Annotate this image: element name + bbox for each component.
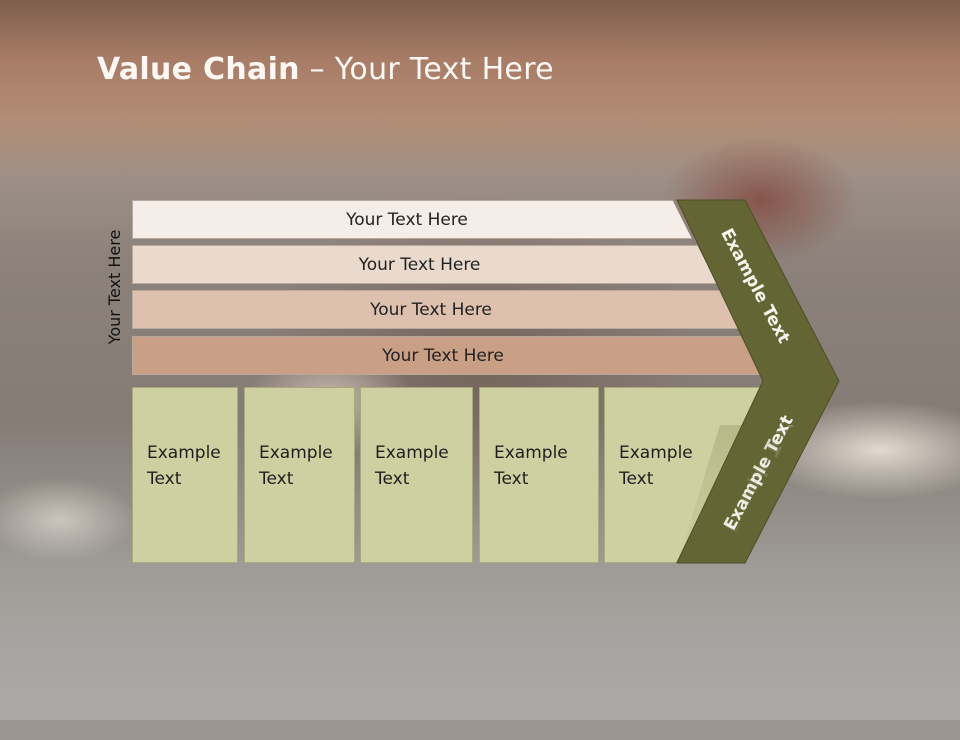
box-5-line2: Text — [619, 469, 654, 489]
box-2-line1: Example — [259, 443, 333, 463]
band-3: Your Text Here — [132, 290, 740, 329]
title-rest: – Your Text Here — [299, 52, 554, 87]
box-3-line1: Example — [375, 443, 449, 463]
background-fade — [0, 540, 960, 720]
box-2-line2: Text — [259, 469, 294, 489]
band-4: Your Text Here — [132, 336, 764, 375]
box-1-line1: Example — [147, 443, 221, 463]
box-4-line2: Text — [494, 469, 529, 489]
box-4-line1: Example — [494, 443, 568, 463]
band-2: Your Text Here — [132, 245, 717, 284]
title-bold: Value Chain — [97, 52, 300, 87]
box-1-line2: Text — [147, 469, 182, 489]
margin-chevron: Example Text Example Text — [676, 199, 840, 564]
band-4-label: Your Text Here — [382, 345, 504, 366]
band-3-label: Your Text Here — [370, 299, 492, 320]
chevron-shape — [676, 199, 840, 564]
band-2-label: Your Text Here — [358, 254, 481, 275]
box-5-line1: Example — [619, 443, 693, 463]
box-3-line2: Text — [375, 469, 410, 489]
band-1: Your Text Here — [132, 200, 692, 239]
slide-title: Value Chain – Your Text Here — [97, 52, 554, 87]
band-1-label: Your Text Here — [346, 209, 468, 230]
